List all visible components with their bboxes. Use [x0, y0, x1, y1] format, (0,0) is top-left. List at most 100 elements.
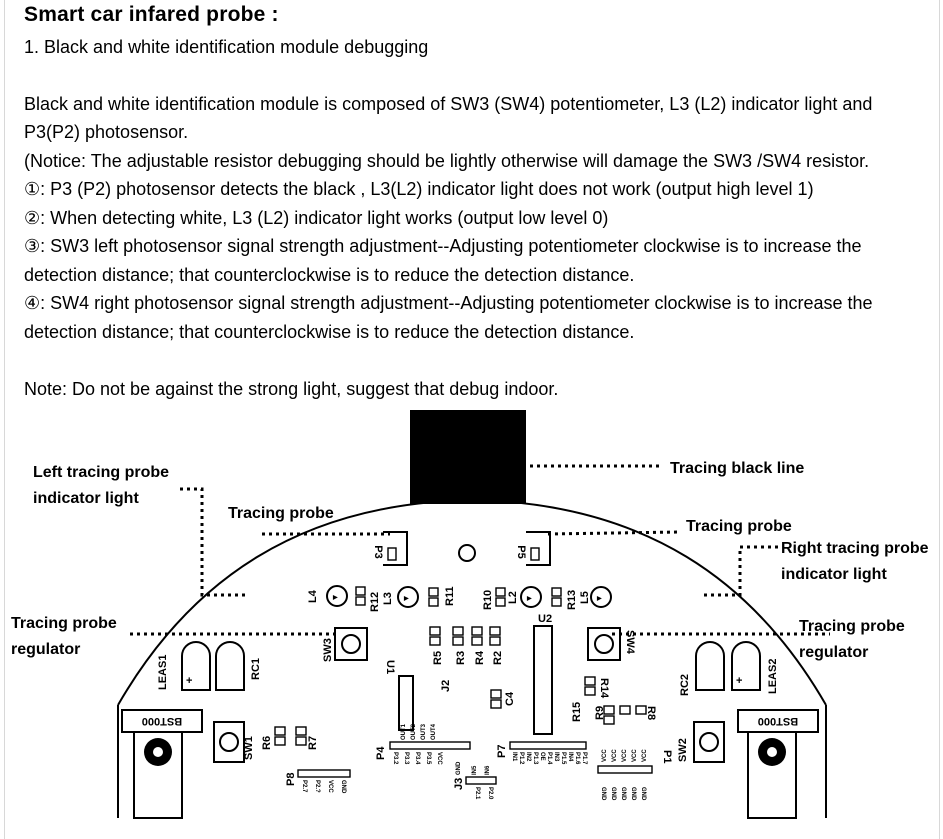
pin-label: P1.5 — [560, 752, 566, 765]
pin-label: P1.7 — [581, 752, 587, 765]
pcb-label: P1 — [661, 750, 673, 763]
pin-label: P3.3 — [403, 752, 409, 765]
paragraph-line: ②: When detecting white, L3 (L2) indicat… — [24, 208, 609, 228]
paragraph-line: ①: P3 (P2) photosensor detects the black… — [24, 179, 814, 199]
switch-sw2 — [693, 721, 725, 763]
pcb-label: P7 — [496, 745, 508, 758]
pcb-label: L3 — [382, 592, 394, 605]
capacitor-pad — [490, 689, 502, 699]
label-regulator-right-1: Tracing probe — [799, 618, 905, 635]
probe-leas1 — [181, 641, 211, 691]
resistor-pad — [489, 626, 501, 636]
mount-hole — [458, 544, 476, 562]
pin-label: IN2 — [525, 752, 531, 762]
probe-rc1 — [215, 641, 245, 691]
pin-label: GND — [630, 787, 636, 801]
potentiometer-sw4 — [587, 627, 621, 661]
pcb-label: BST000 — [758, 715, 798, 727]
led-symbol: ▶ — [526, 595, 532, 602]
switch-knob — [219, 732, 239, 752]
pin-label: VCC — [612, 749, 618, 762]
paragraph-line: ③: SW3 left photosensor signal strength … — [24, 236, 862, 256]
pin-label: P1.2 — [518, 752, 524, 765]
page-title: Smart car infared probe : — [24, 3, 279, 26]
resistor-pad — [428, 587, 439, 597]
header-p8 — [297, 769, 351, 778]
pin-label: GND — [456, 761, 462, 775]
label-left-indicator-2: indicator light — [33, 490, 139, 507]
pin-label: P2.7 — [301, 780, 307, 793]
leader-right-indicator — [700, 545, 778, 597]
resistor-pad — [584, 686, 596, 696]
pin-label: IN4 — [567, 752, 573, 762]
pin-label: IN6 — [485, 765, 491, 775]
photosensor-p3-pad — [387, 547, 397, 561]
pin-label: GND — [600, 787, 606, 801]
resistor-pad — [274, 726, 286, 736]
pin-label: VCC — [642, 749, 648, 762]
paragraph-line: Black and white identification module is… — [24, 94, 873, 114]
label-right-indicator-2: indicator light — [781, 566, 887, 583]
resistor-pad — [619, 705, 631, 715]
potentiometer-knob — [594, 634, 614, 654]
chip-u1 — [398, 675, 414, 731]
header-p1 — [597, 765, 653, 774]
pin-label: GND — [610, 787, 616, 801]
pcb-label: J3 — [453, 778, 465, 790]
pin-label: VCC — [632, 749, 638, 762]
pcb-label: R4 — [474, 650, 486, 665]
potentiometer-knob — [341, 634, 361, 654]
pcb-label: R7 — [307, 736, 319, 750]
pcb-label: RC2 — [679, 674, 691, 696]
header-j3 — [465, 776, 497, 785]
label-regulator-left-2: regulator — [11, 641, 81, 658]
pcb-label: R12 — [369, 592, 381, 612]
pcb-label: R3 — [455, 651, 467, 665]
pin-label: IN1 — [511, 752, 517, 762]
pcb-label: R15 — [571, 702, 583, 722]
resistor-pad — [452, 636, 464, 646]
photosensor-p5 — [526, 531, 551, 566]
wheel-mount-left — [133, 731, 183, 819]
resistor-pad — [295, 736, 307, 746]
pin-label: GND — [340, 780, 346, 794]
leader-left-indicator — [180, 487, 245, 597]
board-outline — [117, 498, 827, 706]
resistor-pad — [584, 676, 596, 686]
led-symbol: ▶ — [596, 595, 602, 602]
pin-label: VCC — [327, 780, 333, 793]
p7-pin-labels: IN1 P1.2 IN2 P1.3 OE P1.4 IN3 P1.5 IN4 P… — [511, 752, 587, 765]
paragraph-line: detection distance; that counterclockwis… — [24, 265, 635, 285]
pin-label: IN5 — [472, 765, 478, 775]
pcb-label: R10 — [482, 590, 494, 610]
potentiometer-sw3 — [334, 627, 368, 661]
capacitor-pad — [490, 699, 502, 709]
label-tracing-black-line: Tracing black line — [670, 460, 805, 477]
pcb-label: R13 — [566, 590, 578, 610]
resistor-pad — [429, 636, 441, 646]
pcb-label: R8 — [645, 706, 657, 720]
plus-sign: + — [736, 675, 742, 687]
pin-label: P3.5 — [425, 752, 431, 765]
pin-label: P3.2 — [392, 752, 398, 765]
label-left-indicator-1: Left tracing probe — [33, 464, 170, 481]
switch-sw1 — [213, 721, 245, 763]
pcb-label: SW1 — [243, 736, 255, 760]
resistor-pad — [471, 636, 483, 646]
label-regulator-left-1: Tracing probe — [11, 615, 117, 632]
led-symbol: ▶ — [403, 595, 409, 602]
pcb-label: R6 — [261, 736, 273, 750]
pcb-diagram: .o { fill:none; stroke:#000; stroke-widt… — [117, 410, 830, 819]
header-p7 — [509, 741, 587, 750]
resistor-pad — [603, 705, 615, 715]
label-tracing-probe-right: Tracing probe — [686, 518, 792, 535]
pin-label: VCC — [622, 749, 628, 762]
pcb-label: R11 — [444, 586, 456, 606]
pcb-label: R9 — [594, 706, 606, 720]
resistor-pad — [355, 586, 366, 596]
pin-label: P1.4 — [546, 752, 552, 765]
label-regulator-right-2: regulator — [799, 644, 869, 661]
resistor-pad — [429, 626, 441, 636]
resistor-pad — [495, 597, 506, 607]
pin-label: P2.1 — [474, 787, 480, 800]
